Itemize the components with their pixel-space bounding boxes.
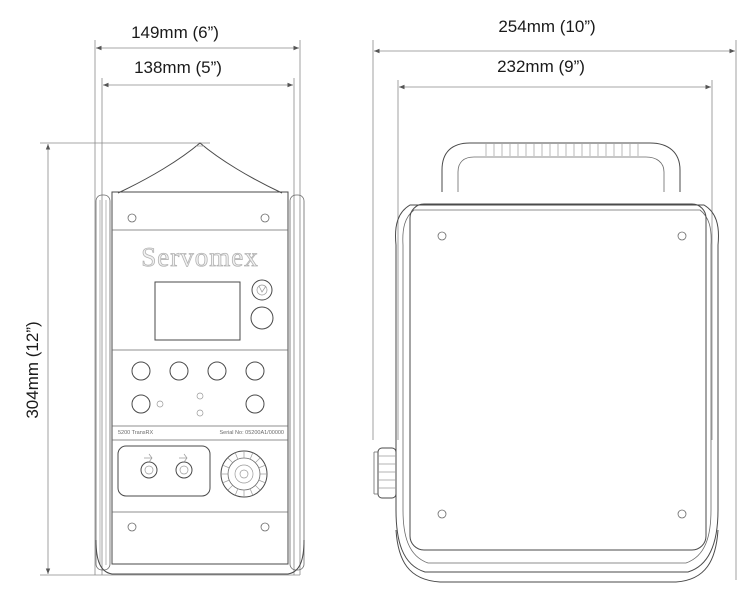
gear-tooth: [227, 457, 233, 463]
side-inner-width-label: 232mm (9”): [497, 57, 585, 76]
screw-icon: [437, 509, 447, 519]
side-view: [373, 142, 719, 583]
display-screen: [154, 281, 241, 341]
gear-tooth: [249, 452, 254, 460]
key-button-icon: [207, 361, 227, 381]
screw-icon: [127, 522, 137, 532]
power-button-icon: [251, 279, 273, 301]
screw-icon: [127, 213, 137, 223]
screw-icon: [677, 509, 687, 519]
gear-tooth: [249, 488, 254, 496]
side-panel: [409, 203, 707, 551]
gear-tooth: [255, 485, 261, 491]
led-indicator-icon: [196, 392, 204, 400]
gear-tooth: [258, 464, 266, 469]
height-dimension: 304mm (12”): [23, 142, 300, 576]
front-outer-width-label: 149mm (6”): [131, 23, 219, 42]
key-button-icon: [131, 361, 151, 381]
side-inner-width-dimension: 232mm (9”): [397, 57, 713, 440]
key-button-icon: [131, 394, 151, 414]
gear-tooth: [222, 479, 230, 484]
side-feet: [395, 529, 719, 583]
height-label: 304mm (12”): [23, 321, 42, 418]
model-label: 5200 TransRX: [118, 430, 153, 436]
screw-icon: [260, 213, 270, 223]
side-outer-width-label: 254mm (10”): [498, 17, 595, 36]
front-inner-width-dimension: 138mm (5”): [101, 58, 295, 575]
front-inner-width-label: 138mm (5”): [134, 58, 222, 77]
front-handle: [117, 142, 283, 194]
gas-outlet-icon: [175, 461, 193, 479]
gear-tooth: [222, 464, 230, 469]
screw-icon: [677, 231, 687, 241]
key-button-icon: [245, 394, 265, 414]
gear-tooth: [227, 485, 233, 491]
screw-icon: [437, 231, 447, 241]
gas-connector-panel: [117, 445, 211, 497]
front-body: [111, 191, 289, 565]
side-knob-icon: [373, 447, 397, 499]
led-indicator-icon: [156, 400, 164, 408]
side-frame: [395, 204, 719, 573]
key-button-icon: [245, 361, 265, 381]
right-rail: [289, 194, 305, 571]
front-feet: [95, 539, 305, 575]
gear-tooth: [258, 479, 266, 484]
front-view: Servomex 5200 TransRX Serial No: 05200A1…: [95, 142, 305, 575]
gear-tooth: [234, 488, 239, 496]
gear-tooth: [255, 457, 261, 463]
screw-icon: [260, 522, 270, 532]
front-outer-width-dimension: 149mm (6”): [94, 23, 301, 575]
left-rail: [95, 194, 111, 571]
gas-inlet-icon: [140, 461, 158, 479]
rotary-knob-icon: [250, 306, 274, 330]
gear-tooth: [234, 452, 239, 460]
side-handle: [441, 142, 681, 192]
key-button-icon: [169, 361, 189, 381]
led-indicator-icon: [196, 409, 204, 417]
serial-number-label: Serial No: 05200A1/00000: [219, 430, 284, 436]
side-outer-width-dimension: 254mm (10”): [372, 17, 737, 580]
brand-logo: Servomex: [141, 242, 258, 272]
